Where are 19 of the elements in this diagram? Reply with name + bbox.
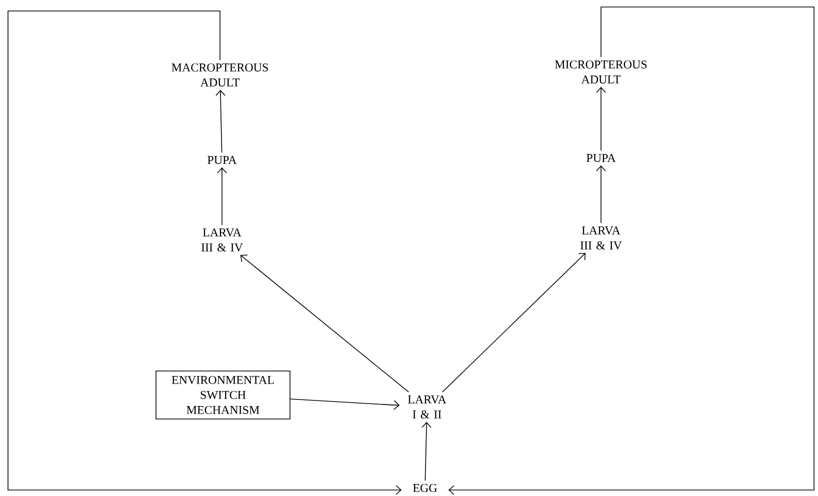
arrow xyxy=(217,167,227,226)
stage-label: MICROPTEROUS ADULT xyxy=(555,60,647,84)
arrow xyxy=(290,398,400,410)
stage-label: LARVA III & IV xyxy=(580,226,622,250)
arrow xyxy=(596,86,606,151)
stage-label: LARVA I & II xyxy=(408,395,446,418)
stage-label: LARVA III & IV xyxy=(201,228,243,252)
stage-label: PUPA xyxy=(586,154,616,162)
loop-arrow xyxy=(448,6,814,495)
arrow xyxy=(422,422,432,481)
stage-label: EGG xyxy=(413,484,437,492)
loop-arrow xyxy=(8,10,402,495)
arrow xyxy=(442,252,586,392)
arrow xyxy=(240,254,410,392)
arrow xyxy=(596,165,606,224)
mechanism-box: ENVIRONMENTAL SWITCH MECHANISM xyxy=(156,370,290,420)
arrow xyxy=(216,90,226,153)
stage-label: PUPA xyxy=(208,156,237,164)
stage-label: MACROPTEROUS ADULT xyxy=(172,63,268,87)
